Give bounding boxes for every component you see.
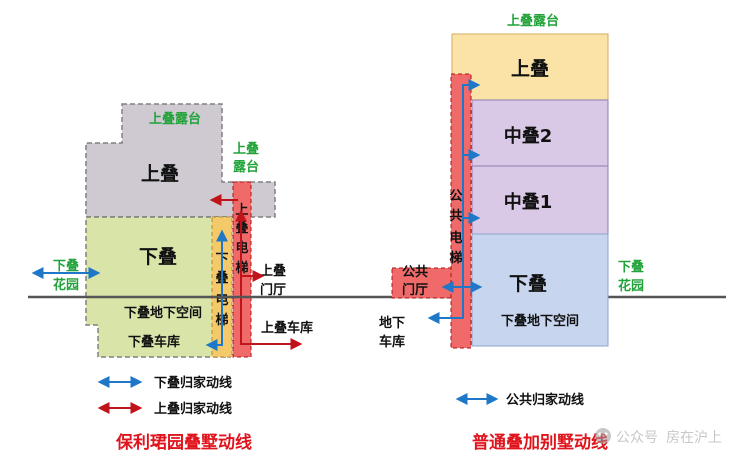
wechat-logo-icon — [595, 428, 611, 444]
right-top-terrace-label: 上叠露台 — [507, 13, 559, 29]
left-upper-route-red — [235, 209, 303, 350]
right-public-elevator-char-4: 梯 — [449, 250, 462, 266]
right-garage-label-2: 车库 — [379, 334, 405, 350]
right-middle2-label: 中叠2 — [504, 125, 553, 147]
right-middle1-label: 中叠1 — [504, 191, 553, 213]
left-lower-route-blue — [205, 229, 228, 351]
legend-public-route-label: 公共归家动线 — [506, 392, 584, 408]
wechat-logo-eye2-icon — [604, 432, 608, 436]
left-upper-label: 上叠 — [141, 163, 179, 185]
right-public-hall-label-1: 公共 — [402, 264, 428, 280]
left-diagram: 上叠露台 上叠 露台 上叠 下叠 下叠地下空间 下叠车库 下叠 花园 下 叠 电… — [31, 103, 313, 358]
left-upper-garage-label: 上叠车库 — [261, 320, 313, 336]
left-lower-label: 下叠 — [139, 246, 177, 268]
left-side-terrace-label-2: 露台 — [233, 159, 259, 175]
watermark-text-1: 公众号 — [616, 430, 658, 446]
right-garage-label-1: 地下 — [379, 315, 405, 331]
left-top-terrace-label: 上叠露台 — [149, 111, 201, 127]
legend: 下叠归家动线 上叠归家动线 公共归家动线 — [97, 375, 584, 417]
legend-upper-route-label: 上叠归家动线 — [154, 401, 232, 417]
right-diagram: 上叠露台 上叠 中叠2 中叠1 下叠 下叠地下空间 下叠 花园 公 共 电 梯 … — [379, 13, 644, 350]
left-caption: 保利珺园叠墅动线 — [115, 432, 252, 453]
right-garden-label-1: 下叠 — [618, 260, 644, 275]
right-public-route-blue — [427, 79, 481, 324]
left-garage-label: 下叠车库 — [128, 334, 180, 350]
right-upper-label: 上叠 — [511, 58, 549, 80]
left-garden-label-1: 下叠 — [53, 259, 79, 274]
right-public-elevator-char-3: 电 — [449, 230, 462, 246]
right-caption: 普通叠加别墅动线 — [472, 432, 608, 453]
right-lower-label: 下叠 — [509, 273, 547, 295]
left-upper-hall-label-2: 门厅 — [260, 282, 286, 298]
right-garden-label-2: 花园 — [618, 278, 644, 294]
watermark-text-2: 房在沪上 — [666, 430, 722, 446]
left-basement-label: 下叠地下空间 — [124, 305, 202, 321]
wechat-logo-eye-icon — [598, 432, 602, 436]
right-basement-label: 下叠地下空间 — [501, 313, 579, 329]
right-public-hall-label-2: 门厅 — [402, 282, 428, 298]
right-public-elevator-char-2: 共 — [449, 208, 462, 224]
left-upper-terrace-side — [249, 181, 276, 218]
right-middle1-block — [471, 165, 609, 235]
right-public-elevator-char-1: 公 — [449, 189, 462, 204]
left-side-terrace-label-1: 上叠 — [233, 142, 259, 157]
legend-lower-route-label: 下叠归家动线 — [154, 375, 232, 391]
watermark: 公众号 房在沪上 — [595, 428, 722, 446]
left-garden-label-2: 花园 — [53, 277, 79, 293]
left-upper-hall-label-1: 上叠 — [260, 264, 286, 279]
right-middle2-block — [471, 99, 609, 167]
